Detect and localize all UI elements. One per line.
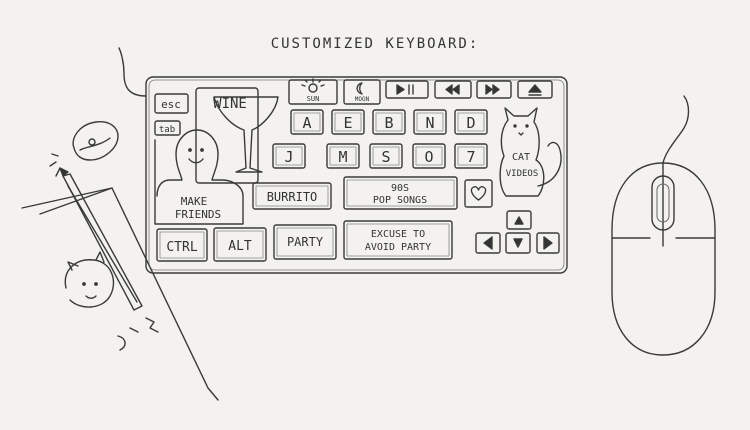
excuse-key[interactable]: EXCUSE TO AVOID PARTY [343, 220, 453, 260]
letter-label: J [284, 148, 293, 166]
heart-key[interactable] [464, 179, 493, 208]
letter-key-n[interactable] [413, 109, 447, 135]
letter-key-j[interactable] [272, 143, 306, 169]
letter-key-d[interactable] [454, 109, 488, 135]
pop-songs-label-2: POP SONGS [373, 195, 427, 206]
letter-label: E [343, 114, 352, 132]
letter-key-s[interactable] [369, 143, 403, 169]
play-pause-key[interactable] [385, 80, 429, 99]
wine-glass-icon [213, 96, 279, 173]
excuse-key-label-2: AVOID PARTY [365, 242, 431, 253]
letter-label: 7 [466, 148, 475, 166]
sun-key[interactable]: SUN [288, 78, 338, 105]
moon-key-label: MOON [355, 96, 370, 103]
esc-key[interactable]: esc [154, 93, 189, 114]
make-friends-key[interactable]: MAKE FRIENDS [154, 129, 244, 225]
mouse-scroll-wheel[interactable] [651, 175, 675, 231]
computer-mouse[interactable] [611, 95, 716, 356]
number-key-7[interactable] [454, 143, 488, 169]
ctrl-key-label: CTRL [166, 240, 197, 255]
keyboard-body [145, 76, 568, 274]
letter-label: B [384, 114, 393, 132]
arrow-right-icon [543, 236, 553, 250]
letter-key-m[interactable] [326, 143, 360, 169]
arrow-down-icon [513, 238, 523, 248]
arrow-right-key[interactable] [536, 232, 560, 254]
letter-key-e[interactable] [331, 109, 365, 135]
moon-key[interactable]: MOON [343, 79, 381, 105]
moon-icon [356, 82, 363, 95]
esc-key-label: esc [161, 98, 181, 111]
key-row-2: J M S O 7 [272, 143, 488, 169]
mouse-cable [662, 95, 690, 164]
ctrl-key[interactable]: CTRL [156, 228, 208, 262]
rewind-key[interactable] [434, 80, 472, 99]
arrow-down-key[interactable] [505, 232, 531, 254]
letter-key-o[interactable] [412, 143, 446, 169]
pop-songs-label-1: 90S [391, 183, 409, 194]
key-row-1: A E B N D [290, 109, 488, 135]
tab-key-label: tab [159, 125, 175, 135]
arrow-up-key[interactable] [506, 210, 532, 230]
letter-key-a[interactable] [290, 109, 324, 135]
play-pause-icon [396, 84, 414, 95]
sun-key-label: SUN [307, 95, 320, 103]
paper-sheet [21, 187, 219, 401]
letter-label: O [424, 148, 433, 166]
alt-key[interactable]: ALT [213, 227, 267, 262]
cat-icon [499, 107, 545, 197]
letter-label: N [425, 114, 434, 132]
arrow-up-icon [514, 216, 524, 225]
burrito-key-label: BURRITO [267, 190, 318, 204]
cat-videos-label-1: CAT [512, 152, 530, 163]
cat-videos-label-2: VIDEOS [506, 169, 539, 179]
excuse-key-label-1: EXCUSE TO [371, 229, 425, 240]
make-friends-label-2: FRIENDS [175, 208, 221, 221]
pop-songs-key[interactable]: 90S POP SONGS [343, 176, 458, 210]
arrow-left-icon [483, 236, 493, 250]
eject-icon [528, 84, 542, 96]
page-title: CUSTOMIZED KEYBOARD: [270, 36, 480, 52]
letter-label: A [302, 114, 311, 132]
doodle-character [64, 251, 159, 351]
wine-key[interactable]: WINE [195, 87, 279, 184]
letter-key-b[interactable] [372, 109, 406, 135]
keyboard-cable [118, 47, 147, 97]
letter-label: D [466, 114, 475, 132]
eject-key[interactable] [517, 80, 553, 99]
burrito-key[interactable]: BURRITO [252, 182, 332, 210]
tab-key[interactable]: tab [154, 120, 181, 136]
cat-videos-key[interactable]: CAT VIDEOS [499, 107, 562, 197]
make-friends-label-1: MAKE [181, 195, 208, 208]
party-key-label: PARTY [287, 235, 324, 249]
fast-forward-icon [485, 84, 500, 95]
alt-key-label: ALT [228, 239, 252, 254]
rewind-icon [445, 84, 460, 95]
arrow-left-key[interactable] [475, 232, 501, 254]
letter-label: M [338, 148, 347, 166]
heart-icon [470, 186, 487, 201]
fast-forward-key[interactable] [476, 80, 512, 99]
sun-icon [308, 83, 318, 93]
party-key[interactable]: PARTY [273, 224, 337, 260]
wine-key-label: WINE [213, 96, 247, 112]
pencil [59, 167, 143, 311]
letter-label: S [381, 148, 390, 166]
pencil-sharpener [49, 121, 119, 177]
